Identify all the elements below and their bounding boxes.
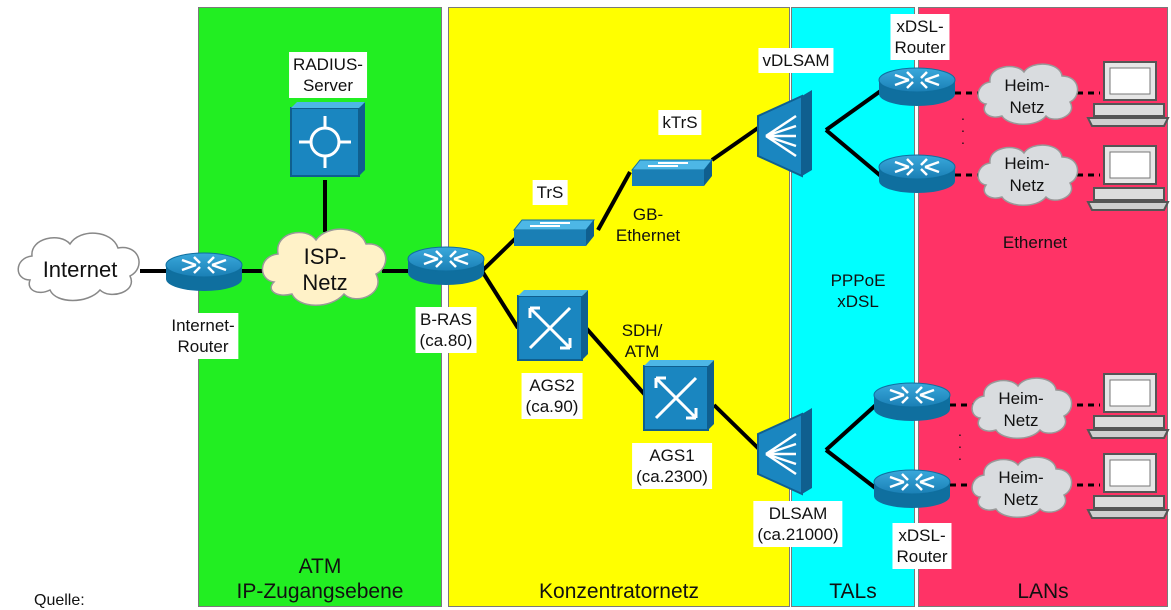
xdsl-router-bottom-label: xDSL- Router [892,523,952,569]
isp-cloud-label: ISP- Netz [302,244,348,295]
bras-router-icon [406,245,486,287]
zone-lans-title: LANs [1017,580,1069,603]
zone-atm-title-line1: ATM [298,555,342,578]
vdlsam-label: vDLSAM [758,48,834,73]
zone-tals-title: TALs [829,580,877,603]
ellipsis-bottom: · · · [957,426,963,466]
xdsl-router-icon-4 [872,468,952,510]
ellipsis-top: · · · [960,110,966,150]
dlsam-icon [756,406,814,496]
heim-cloud-label-2: Heim- Netz [1004,154,1050,195]
heim-cloud-label-4: Heim- Netz [998,468,1044,509]
bras-label: B-RAS (ca.80) [415,307,477,353]
ags1-switch-icon [642,358,716,432]
zone-atm-title-line2: IP-Zugangsebene [236,580,404,603]
ags1-label: AGS1 (ca.2300) [632,443,712,489]
vdlsam-icon [756,88,814,178]
ags2-switch-icon [516,288,590,362]
xdsl-router-icon-2 [877,153,957,195]
internet-cloud [17,232,140,302]
zone-atm-title: ATM IP-Zugangsebene [199,554,441,604]
isp-cloud [261,228,387,306]
heim-cloud-3 [971,377,1073,439]
pppoe-xdsl-label: PPPoE xDSL [830,271,886,311]
links [140,88,884,492]
pc-icon-2 [1087,145,1169,211]
xdsl-router-icon-3 [872,381,952,423]
heim-cloud-label-3: Heim- Netz [998,389,1044,430]
source-note: Quelle: [34,592,85,609]
heim-cloud-1 [977,63,1079,125]
xdsl-router-icon-1 [877,66,957,108]
radius-server-label: RADIUS- Server [289,52,367,98]
heim-cloud-2 [977,144,1079,206]
ags2-label: AGS2 (ca.90) [521,373,583,419]
heim-cloud-4 [971,456,1073,518]
lan-links [950,91,1100,487]
xdsl-router-top-label: xDSL- Router [890,14,950,60]
gb-ethernet-label: GB- Ethernet [615,205,681,245]
zone-konzentratornetz: Konzentratornetz [448,7,790,607]
heim-cloud-label-1: Heim- Netz [1004,76,1050,117]
radius-server-icon [290,102,365,177]
dlsam-label: DLSAM (ca.21000) [753,501,843,547]
internet-router-label: Internet- Router [167,313,239,359]
trs-label: TrS [532,180,568,205]
internet-router-icon [164,251,244,293]
sdh-atm-label: SDH/ ATM [621,321,663,361]
ethernet-label: Ethernet [1002,233,1068,252]
internet-cloud-label: Internet [42,257,118,282]
trs-switch-icon [513,219,595,247]
zone-konzentratornetz-title: Konzentratornetz [539,580,699,603]
ktrs-label: kTrS [658,110,702,135]
ktrs-switch-icon [631,159,713,187]
